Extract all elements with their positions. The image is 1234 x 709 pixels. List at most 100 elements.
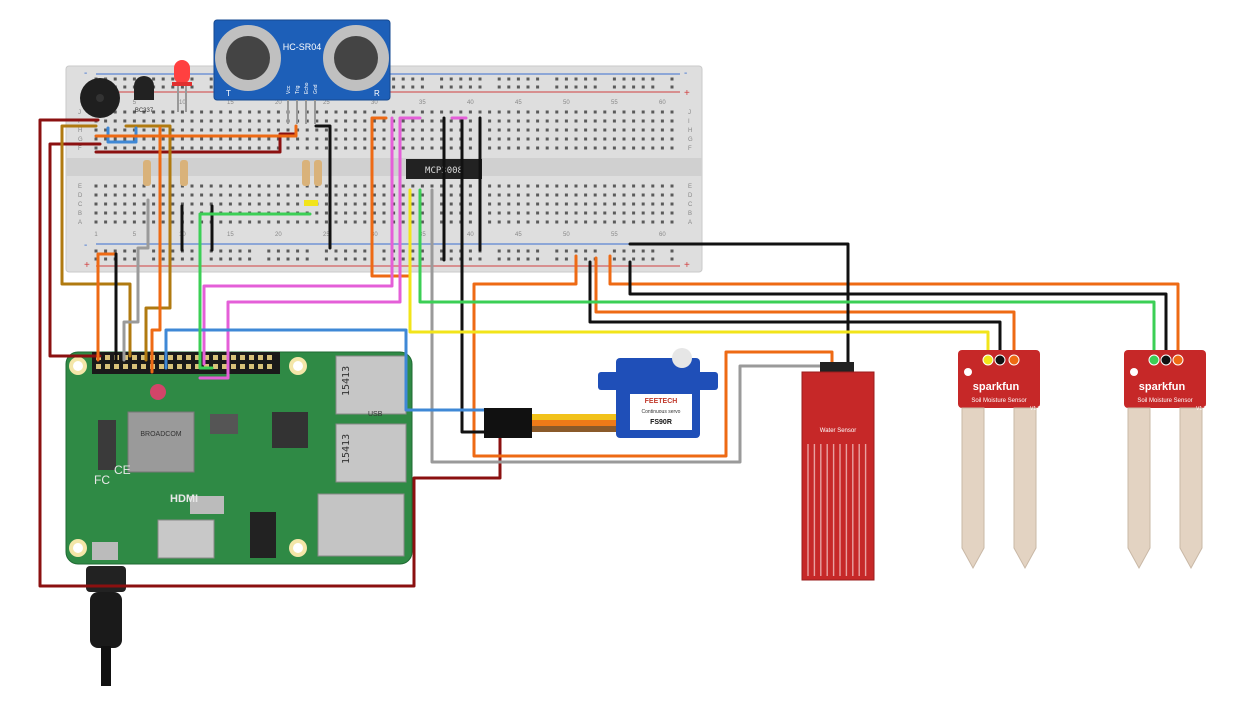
soil-pin (982, 354, 994, 366)
gpio-pin (231, 364, 236, 369)
resistors (143, 160, 322, 186)
gpio-pin (213, 364, 218, 369)
ce-mark: CE (114, 463, 131, 477)
soil-sensor-label: Soil Moisture Sensor (1137, 398, 1192, 404)
servo-brand: FEETECH (645, 398, 678, 405)
wire-green-soil (418, 188, 1156, 354)
row-letter: F (78, 146, 82, 152)
hdmi-label: HDMI (170, 493, 198, 505)
gpio-pin (132, 355, 137, 360)
receiver-mark: R (374, 89, 380, 98)
water-sensor-label: Water Sensor (820, 428, 856, 434)
soil-sensor-version: V1.2 (1196, 406, 1207, 412)
row-letter: J (688, 110, 691, 116)
smd-component (210, 414, 238, 434)
servo-connector (484, 408, 532, 438)
soil-moisture-sensor-2: sparkfun Soil Moisture Sensor V1.2 (1124, 350, 1207, 570)
usb-code-top: 15413 (341, 366, 352, 396)
column-number: 5 (133, 232, 137, 238)
usb-port-bottom (335, 423, 407, 483)
gear-icon (1130, 368, 1138, 376)
gpio-pin (249, 364, 254, 369)
servo-model: FS90R (650, 419, 672, 426)
display-connector (98, 420, 116, 470)
column-number: 10 (179, 100, 186, 106)
gpio-pin (222, 355, 227, 360)
gpio-pin (240, 364, 245, 369)
transistor: BC337 (134, 76, 154, 114)
gpio-pin (168, 355, 173, 360)
sr04-pin-label: Trig (295, 85, 301, 94)
gpio-pin (141, 355, 146, 360)
column-number: 15 (227, 232, 234, 238)
column-number: 15 (227, 100, 234, 106)
hc-sr04-model-label: HC-SR04 (283, 42, 322, 52)
wire-orange-left (96, 252, 118, 362)
row-letter: I (78, 119, 80, 125)
column-number: 30 (371, 100, 378, 106)
row-letter: I (688, 119, 690, 125)
column-number: 25 (323, 232, 330, 238)
wire-brown-2 (124, 124, 172, 362)
gpio-pin (204, 355, 209, 360)
soil-pin (1160, 354, 1172, 366)
column-number: 30 (371, 232, 378, 238)
column-number: 50 (563, 232, 570, 238)
soil-pin (1172, 354, 1184, 366)
servo-wire-orange (532, 420, 624, 426)
sr04-pin-label: Vcc (286, 85, 292, 94)
servo-horn (672, 348, 692, 368)
soil-pin (994, 354, 1006, 366)
soil-sensor-prong-left (1127, 407, 1151, 570)
breadboard-center-channel (66, 158, 702, 176)
wire-orange-pi (150, 126, 162, 374)
wire-black-water (628, 242, 850, 372)
row-letter: C (78, 202, 83, 208)
gpio-pin (186, 364, 191, 369)
gpio-pin (240, 355, 245, 360)
wire-orange-water (472, 254, 834, 458)
servo-wire-yellow (532, 414, 624, 420)
led-dome (174, 60, 190, 84)
transistor-label: BC337 (135, 108, 154, 114)
row-letter: A (688, 220, 692, 226)
wire-black-soil2 (628, 260, 1168, 354)
raspberry-pi: BROADCOM FC CE HDMI 15413 15413 USB (65, 351, 413, 565)
gpio-pin (159, 364, 164, 369)
column-number: 25 (323, 100, 330, 106)
rail-plus-label-right-bottom: + (684, 260, 690, 271)
soil-sensor-prong-right (1179, 407, 1203, 570)
usb-label: USB (368, 411, 383, 418)
wire-pink-1 (202, 116, 394, 366)
soil-sensor-head (1124, 350, 1206, 408)
soil-sensor-head (958, 350, 1040, 408)
wire-orange-soil1 (594, 256, 1016, 354)
gpio-pin (114, 364, 119, 369)
row-letter: E (688, 184, 692, 190)
transistor-body (134, 76, 154, 100)
usb-code-bottom: 15413 (341, 434, 352, 464)
row-letter: D (78, 193, 83, 199)
column-number: 5 (133, 100, 137, 106)
row-letter: D (688, 193, 693, 199)
gpio-pin (141, 364, 146, 369)
yellow-jumper (304, 200, 318, 206)
wire-pink-2 (198, 116, 422, 380)
wire-black-sensor (314, 124, 332, 250)
column-number: 40 (467, 232, 474, 238)
gpio-pin (105, 355, 110, 360)
power-plug-body (90, 592, 122, 648)
gpio-pin (195, 364, 200, 369)
column-number: 60 (659, 232, 666, 238)
soc-chip (127, 411, 195, 473)
rail-plus-label-bottom: + (84, 260, 90, 271)
gpio-pin (249, 355, 254, 360)
column-number: 40 (467, 100, 474, 106)
network-chip (272, 412, 308, 448)
gpio-pin (96, 364, 101, 369)
gpio-pin (177, 355, 182, 360)
gpio-pin (105, 364, 110, 369)
